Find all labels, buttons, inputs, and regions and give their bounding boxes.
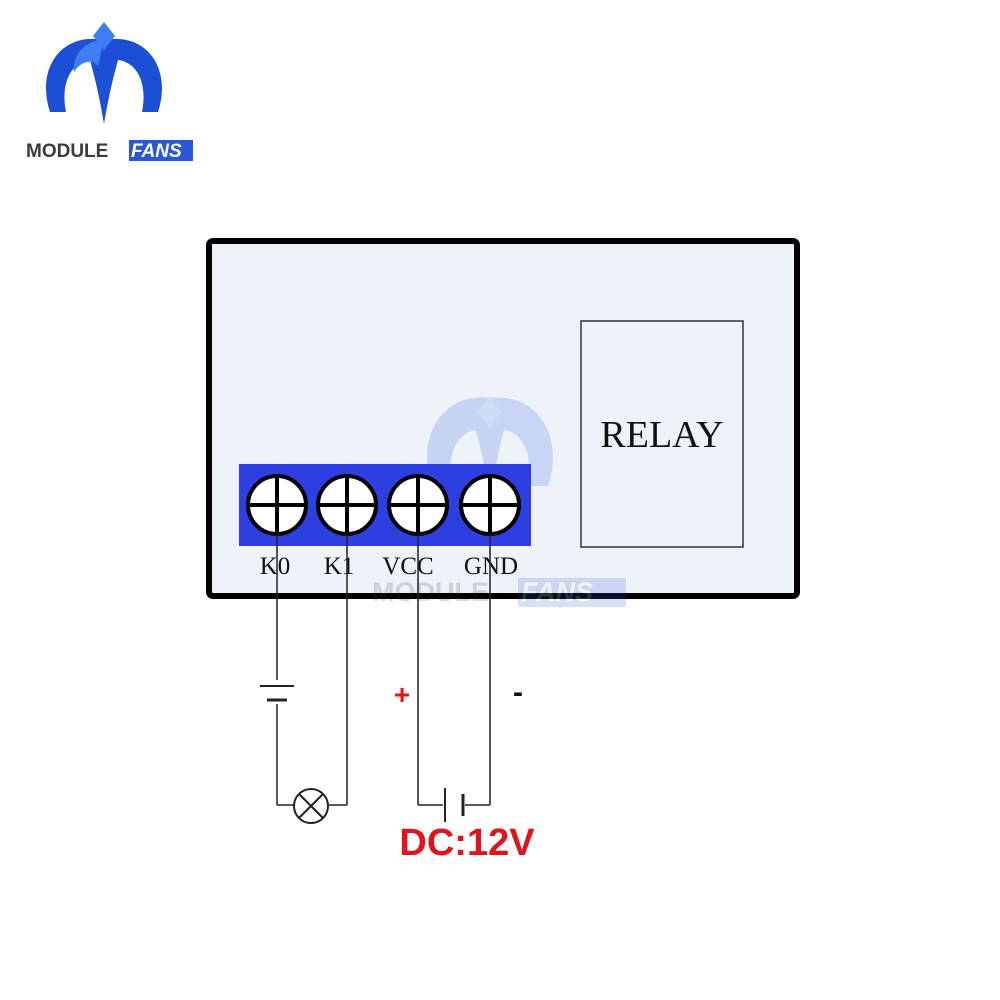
wires (276, 534, 491, 806)
screw-terminal-icon (246, 474, 308, 536)
module-fans-logo-icon (46, 22, 162, 124)
terminal-vcc (387, 474, 449, 536)
terminal-gnd (459, 474, 521, 536)
screw-terminal-icon (387, 474, 449, 536)
logo-text-main: MODULE (26, 141, 108, 162)
terminal-label-k0: K0 (260, 553, 291, 580)
battery-symbol-icon (260, 685, 294, 702)
minus-sign: - (513, 676, 523, 709)
terminal-k1 (316, 474, 378, 536)
watermark-text-accent: FANS (521, 577, 593, 607)
watermark: MODULE FANS (372, 396, 626, 607)
logo-accent-box (129, 140, 193, 161)
lamp-symbol-icon (293, 788, 329, 824)
screw-terminal-icon (316, 474, 378, 536)
relay-component (580, 320, 744, 548)
dc-source-symbol (444, 788, 465, 822)
plus-sign: + (394, 679, 410, 710)
relay-label: RELAY (600, 414, 723, 456)
terminal-label-k1: K1 (324, 553, 355, 580)
terminal-k0 (246, 474, 308, 536)
terminal-label-vcc: VCC (382, 553, 433, 580)
watermark-text-main: MODULE (372, 577, 489, 607)
logo-text-accent: FANS (131, 141, 182, 162)
screw-terminal-icon (459, 474, 521, 536)
terminal-label-gnd: GND (464, 553, 518, 580)
module-fans-logo: MODULE FANS (26, 22, 193, 162)
dc-voltage-label: DC:12V (399, 822, 535, 864)
